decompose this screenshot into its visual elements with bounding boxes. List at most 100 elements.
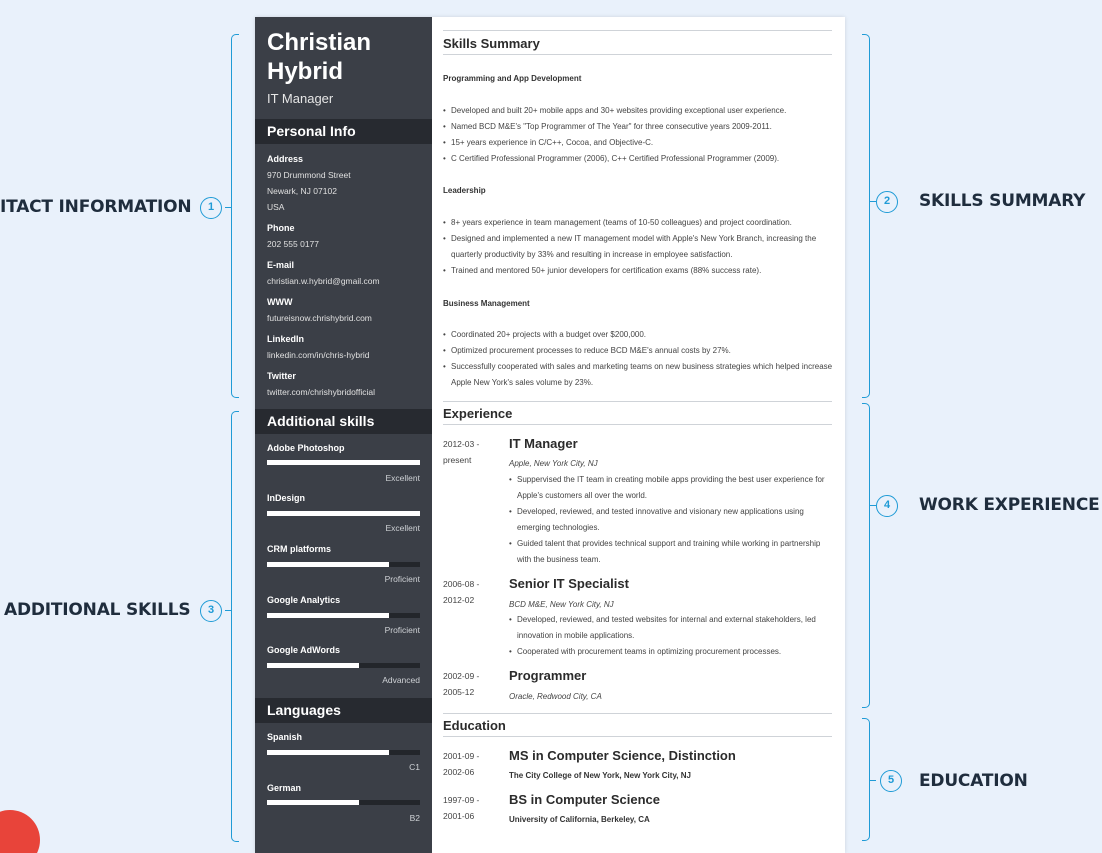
twitter-value: twitter.com/chrishybridofficial [267, 387, 376, 397]
education-rule [443, 713, 832, 714]
phone-label: Phone [267, 223, 295, 233]
list-item: Named BCD M&E's "Top Programmer of The Y… [443, 119, 838, 135]
education-bracket [862, 718, 870, 841]
skill-bar [267, 562, 420, 567]
language-name: German [267, 783, 302, 793]
list-item: Optimized procurement processes to reduc… [443, 343, 838, 359]
skill-name: Adobe Photoshop [267, 443, 345, 453]
skill-group-title: Business Management [443, 299, 530, 308]
list-item: Developed, reviewed, and tested innovati… [509, 504, 829, 536]
list-item: Successfully cooperated with sales and m… [443, 359, 838, 391]
skill-name: Google Analytics [267, 595, 341, 605]
job-dates: 2006-08 - 2012-02 [443, 576, 503, 608]
name-line-1: Christian [267, 29, 372, 56]
annotation-number-2: 2 [876, 191, 898, 213]
edu-degree: MS in Computer Science, Distinction [509, 748, 736, 763]
phone-value: 202 555 0177 [267, 239, 319, 249]
list-item: Suppervised the IT team in creating mobi… [509, 472, 829, 504]
skill-level: Proficient [384, 574, 420, 584]
language-bar [267, 800, 420, 805]
skills-summary-heading: Skills Summary [443, 36, 832, 55]
list-item: 15+ years experience in C/C++, Cocoa, an… [443, 135, 838, 151]
email-value: christian.w.hybrid@gmail.com [267, 276, 380, 286]
job-org: Oracle, Redwood City, CA [509, 692, 602, 701]
job-title: IT Manager [509, 436, 578, 451]
annotation-label-education: EDUCATION [919, 771, 1028, 791]
edu-end: 2002-06 [443, 767, 475, 777]
address-label: Address [267, 154, 304, 164]
work-experience-bracket [862, 403, 870, 708]
skill-bar-fill [267, 663, 359, 668]
list-item: Coordinated 20+ projects with a budget o… [443, 327, 838, 343]
edu-end: 2001-06 [443, 811, 475, 821]
annotation-label-additional-skills: ADDITIONAL SKILLS [4, 600, 191, 620]
language-bar-fill [267, 800, 359, 805]
skill-group-bullets: 8+ years experience in team management (… [443, 215, 838, 279]
skill-bar [267, 460, 420, 465]
edu-school: The City College of New York, New York C… [509, 771, 691, 780]
skill-bar [267, 613, 420, 618]
annotation-label-work-experience: WORK EXPERIENCE [919, 495, 1100, 515]
languages-heading: Languages [255, 698, 432, 723]
address-line-2: Newark, NJ 07102 [267, 186, 337, 196]
www-value: futureisnow.chrishybrid.com [267, 313, 372, 323]
edu-dates: 2001-09 - 2002-06 [443, 748, 503, 780]
twitter-label: Twitter [267, 371, 296, 381]
job-start: 2012-03 - [443, 439, 480, 449]
skill-bar-fill [267, 460, 420, 465]
job-start: 2006-08 - [443, 579, 480, 589]
job-dates: 2012-03 - present [443, 436, 503, 468]
skill-bar [267, 511, 420, 516]
job-bullets: Suppervised the IT team in creating mobi… [509, 472, 829, 568]
linkedin-value: linkedin.com/in/chris-hybrid [267, 350, 370, 360]
skill-bar-fill [267, 562, 390, 567]
skill-group-bullets: Coordinated 20+ projects with a budget o… [443, 327, 838, 391]
resume-sidebar: Christian Hybrid IT Manager Personal Inf… [255, 17, 432, 853]
edu-dates: 1997-09 - 2001-06 [443, 792, 503, 824]
language-bar [267, 750, 420, 755]
edu-school: University of California, Berkeley, CA [509, 815, 650, 824]
annotation-number-1: 1 [200, 197, 222, 219]
skill-group-bullets: Developed and built 20+ mobile apps and … [443, 103, 838, 167]
skill-group-title: Programming and App Development [443, 74, 582, 83]
skills-summary-bracket-tick [870, 201, 876, 202]
language-bar-fill [267, 750, 390, 755]
list-item: Cooperated with procurement teams in opt… [509, 644, 829, 660]
www-label: WWW [267, 297, 293, 307]
annotation-number-4: 4 [876, 495, 898, 517]
email-label: E-mail [267, 260, 295, 270]
skill-name: InDesign [267, 493, 306, 503]
job-dates: 2002-09 - 2005-12 [443, 668, 503, 700]
job-end: 2012-02 [443, 595, 475, 605]
language-name: Spanish [267, 732, 303, 742]
skill-level: Proficient [384, 625, 420, 635]
personal-info-heading: Personal Info [255, 119, 432, 144]
resume-page: Christian Hybrid IT Manager Personal Inf… [255, 17, 845, 853]
name-line-2: Hybrid [267, 58, 344, 85]
list-item: Designed and implemented a new IT manage… [443, 231, 838, 263]
list-item: 8+ years experience in team management (… [443, 215, 838, 231]
work-experience-bracket-tick [870, 505, 876, 506]
skill-name: CRM platforms [267, 544, 332, 554]
additional-skills-bracket [231, 411, 239, 842]
education-bracket-tick [870, 780, 876, 781]
skill-bar-fill [267, 511, 420, 516]
job-end: 2005-12 [443, 687, 475, 697]
address-line-3: USA [267, 202, 285, 212]
language-level: C1 [409, 762, 420, 772]
contact-bracket-tick [225, 207, 231, 208]
address-line-1: 970 Drummond Street [267, 170, 351, 180]
annotation-label-skills-summary: SKILLS SUMMARY [919, 191, 1086, 211]
decorative-red-circle [0, 810, 40, 853]
job-start: 2002-09 - [443, 671, 480, 681]
annotation-label-contact: ITACT INFORMATION [0, 197, 192, 217]
list-item: Trained and mentored 50+ junior develope… [443, 263, 838, 279]
skill-level: Excellent [385, 523, 421, 533]
experience-rule [443, 401, 832, 402]
experience-heading: Experience [443, 406, 832, 425]
skill-bar-fill [267, 613, 390, 618]
list-item: C Certified Professional Programmer (200… [443, 151, 838, 167]
top-rule [443, 30, 832, 31]
job-title: Senior IT Specialist [509, 576, 629, 591]
skills-summary-bracket [862, 34, 870, 398]
